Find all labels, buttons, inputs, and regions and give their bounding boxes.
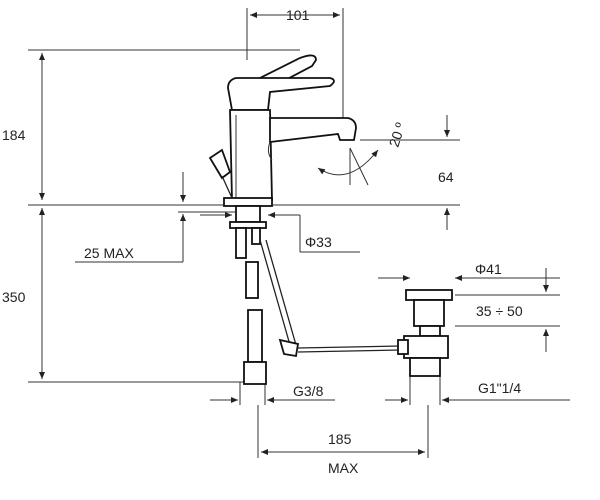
label-drain-diameter: Φ41: [475, 261, 502, 277]
fixing-washer: [229, 221, 267, 229]
pivot-housing: [397, 339, 409, 355]
label-inlet-thread: G3/8: [293, 383, 324, 399]
label-below-deck: 350: [2, 289, 26, 305]
label-pop-up-distance: 185: [328, 431, 352, 447]
dim-below-deck: 350: [2, 204, 460, 383]
dim-pop-up-distance: 185 MAX: [257, 405, 429, 476]
dim-tilt-angle: 20 º: [317, 121, 409, 186]
label-tilt-angle: 20 º: [386, 121, 409, 149]
label-hole-diameter: Φ33: [305, 234, 332, 250]
base-flange: [223, 197, 273, 207]
rod-clamp: [278, 338, 300, 358]
dim-spout-reach: 101: [246, 7, 344, 120]
label-pop-up-max: MAX: [328, 460, 359, 476]
hose-lower: [247, 309, 263, 363]
label-spout-reach: 101: [286, 7, 310, 23]
shank-nut: [235, 205, 261, 223]
drain-outlet: [409, 357, 441, 377]
drain-flange: [405, 289, 453, 301]
dim-hole-diameter: Φ33: [200, 212, 360, 253]
dim-drain-range: 35 ÷ 50: [455, 268, 560, 352]
drain-tailpiece: [403, 335, 449, 359]
dim-spout-height: 64: [360, 115, 460, 230]
label-drain-thread: G1"1/4: [478, 380, 521, 396]
spout: [269, 117, 357, 144]
dim-height-body: 184: [2, 49, 300, 200]
dim-max-deck: 25 MAX: [75, 172, 235, 263]
drain-assembly: [397, 289, 453, 377]
fixing-bolt: [251, 227, 261, 245]
threaded-shank: [235, 227, 247, 259]
hose-connector: [243, 361, 267, 385]
label-height-body: 184: [2, 127, 26, 143]
label-drain-range: 35 ÷ 50: [476, 303, 523, 319]
lever-cap: [227, 77, 335, 111]
label-max-deck: 25 MAX: [84, 245, 134, 261]
drain-body: [413, 299, 445, 327]
hose-upper: [245, 261, 259, 299]
dim-drain-diameter: Φ41: [378, 261, 560, 281]
drain-nut: [419, 325, 441, 337]
label-spout-height: 64: [438, 169, 454, 185]
dim-inlet-thread: G3/8: [210, 382, 335, 405]
faucet: [208, 54, 401, 385]
pop-up-knob: [208, 148, 232, 180]
